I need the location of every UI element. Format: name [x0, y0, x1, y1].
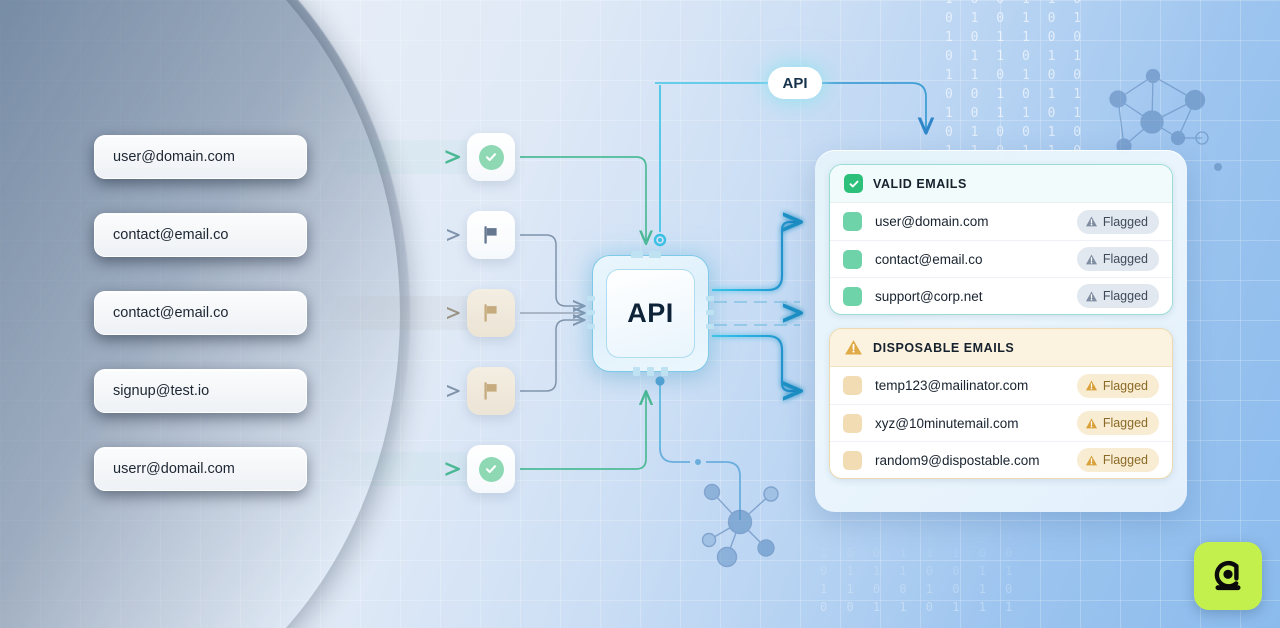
- email-input-box[interactable]: user@domain.com: [94, 135, 307, 179]
- status-badge-label: Flagged: [1102, 289, 1148, 303]
- check-circle-icon: [478, 144, 504, 170]
- network-graph-decoration-bottom: [701, 483, 779, 568]
- status-swatch: [843, 413, 862, 433]
- email-input-box[interactable]: contact@email.co: [94, 213, 307, 257]
- status-swatch: [843, 286, 862, 306]
- table-row[interactable]: contact@email.co Flagged: [830, 240, 1172, 277]
- email-value: random9@dispostable.com: [875, 452, 1040, 468]
- flag-icon: [484, 226, 497, 244]
- status-swatch: [843, 450, 862, 470]
- api-processor-chip: API: [587, 251, 714, 376]
- warning-triangle-icon: [1085, 380, 1097, 391]
- email-input-box[interactable]: contact@email.co: [94, 291, 307, 335]
- status-badge-label: Flagged: [1102, 378, 1148, 393]
- table-row[interactable]: random9@dispostable.com Flagged: [830, 441, 1172, 478]
- table-row[interactable]: xyz@10minutemail.com Flagged: [830, 404, 1172, 441]
- api-chip-label: API: [627, 298, 674, 328]
- email-value: xyz@10minutemail.com: [875, 415, 1019, 431]
- verdict-flag-icon-3: [467, 289, 515, 337]
- verdict-valid-icon-1: [467, 133, 515, 181]
- table-row[interactable]: user@domain.com Flagged: [830, 203, 1172, 240]
- at-sign-logo-icon: [1194, 542, 1262, 610]
- disposable-emails-title: DISPOSABLE EMAILS: [873, 340, 1015, 355]
- status-badge[interactable]: Flagged: [1076, 209, 1159, 234]
- status-badge[interactable]: Flagged: [1076, 247, 1159, 271]
- status-badge[interactable]: Flagged: [1076, 448, 1159, 472]
- email-input-box[interactable]: signup@test.io: [94, 369, 307, 413]
- status-badge-label: Flagged: [1102, 214, 1148, 229]
- verdict-flag-icon-2: [467, 211, 515, 259]
- disposable-emails-card: DISPOSABLE EMAILS temp123@mailinator.com…: [829, 328, 1173, 479]
- status-badge[interactable]: Flagged: [1076, 373, 1159, 398]
- status-badge[interactable]: Flagged: [1076, 411, 1159, 435]
- api-chip-core: API: [606, 269, 695, 358]
- warning-triangle-icon: [1085, 216, 1097, 227]
- table-row[interactable]: support@corp.net Flagged: [830, 277, 1172, 314]
- binary-rain-decoration-bottom: 0 1 1 0 1 0 0 1 1 0 0 1 1 1 0 0 0 1 1 1 …: [820, 528, 1019, 614]
- warning-triangle-icon: [1085, 253, 1097, 264]
- warning-triangle-icon: [844, 338, 863, 357]
- verdict-flag-icon-4: [467, 367, 515, 415]
- verdict-valid-icon-5: [467, 445, 515, 493]
- valid-emails-card: VALID EMAILS user@domain.com Flagged con…: [829, 164, 1173, 315]
- email-value: temp123@mailinator.com: [875, 378, 1029, 393]
- table-row[interactable]: temp123@mailinator.com Flagged: [830, 367, 1172, 404]
- email-input-list: user@domain.com contact@email.co contact…: [94, 135, 307, 525]
- email-value: contact@email.co: [875, 251, 983, 267]
- valid-emails-title: VALID EMAILS: [873, 176, 967, 191]
- email-value: user@domain.com: [875, 214, 989, 229]
- email-input-box[interactable]: userr@domail.com: [94, 447, 307, 491]
- flag-icon: [484, 382, 497, 400]
- flag-icon: [484, 304, 497, 322]
- valid-emails-header: VALID EMAILS: [830, 165, 1172, 203]
- check-square-icon: [844, 174, 863, 193]
- warning-triangle-icon: [1085, 290, 1097, 301]
- disposable-emails-header: DISPOSABLE EMAILS: [830, 329, 1172, 367]
- warning-triangle-icon: [1085, 454, 1097, 465]
- verdict-icon-list: [467, 133, 515, 523]
- results-panel: VALID EMAILS user@domain.com Flagged con…: [815, 150, 1187, 512]
- status-badge-label: Flagged: [1102, 416, 1148, 430]
- warning-triangle-icon: [1085, 417, 1097, 428]
- status-swatch: [843, 376, 862, 395]
- check-circle-icon: [478, 456, 504, 482]
- status-badge[interactable]: Flagged: [1076, 284, 1159, 308]
- email-value: support@corp.net: [875, 288, 983, 304]
- api-pill-label: API: [768, 67, 822, 99]
- status-swatch: [843, 249, 862, 269]
- status-swatch: [843, 212, 862, 231]
- status-badge-label: Flagged: [1102, 453, 1148, 467]
- status-badge-label: Flagged: [1102, 252, 1148, 266]
